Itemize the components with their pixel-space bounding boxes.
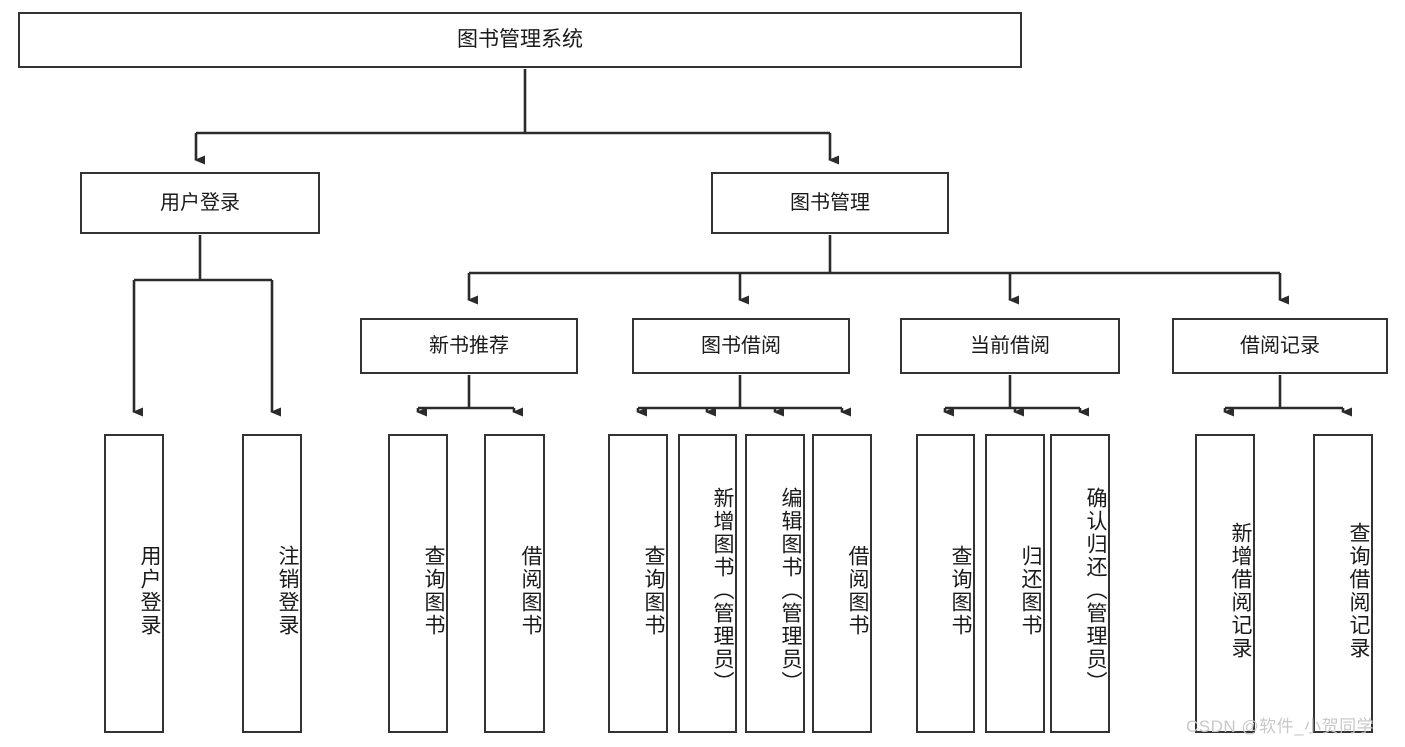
node-current-borrow-label: 当前借阅 — [970, 334, 1050, 357]
leaf-query-borrow-record-label: 查询借阅记录 — [1347, 521, 1370, 660]
leaf-query-borrow-record[interactable]: 查询借阅记录 — [1313, 434, 1373, 733]
node-user-login[interactable]: 用户登录 — [80, 172, 320, 234]
leaf-query-book-recommend-label: 查询图书 — [422, 544, 445, 637]
leaf-edit-book-admin-label: 编辑图书（管理员） — [779, 487, 802, 694]
node-book-borrow-label: 图书借阅 — [701, 334, 781, 357]
leaf-add-borrow-record-label: 新增借阅记录 — [1229, 521, 1252, 660]
csdn-watermark: CSDN @软件_小贺同学 — [1186, 717, 1375, 736]
leaf-borrow-book-label: 借阅图书 — [846, 544, 869, 637]
leaf-logout[interactable]: 注销登录 — [242, 434, 302, 733]
leaf-borrow-book-recommend-label: 借阅图书 — [519, 544, 542, 637]
node-book-management-label: 图书管理 — [790, 191, 870, 214]
node-borrow-record-label: 借阅记录 — [1240, 334, 1320, 357]
leaf-query-book-recommend[interactable]: 查询图书 — [388, 434, 448, 733]
leaf-add-book-admin-label: 新增图书（管理员） — [711, 487, 734, 694]
leaf-edit-book-admin[interactable]: 编辑图书（管理员） — [745, 434, 805, 733]
leaf-query-book-current[interactable]: 查询图书 — [916, 434, 975, 733]
leaf-borrow-book-recommend[interactable]: 借阅图书 — [484, 434, 545, 733]
node-user-login-label: 用户登录 — [160, 191, 240, 214]
node-root-label: 图书管理系统 — [457, 27, 583, 51]
leaf-confirm-return-admin[interactable]: 确认归还（管理员） — [1050, 434, 1110, 733]
leaf-return-book[interactable]: 归还图书 — [985, 434, 1045, 733]
leaf-logout-label: 注销登录 — [276, 544, 299, 637]
node-new-book-recommend[interactable]: 新书推荐 — [360, 318, 578, 374]
leaf-confirm-return-admin-label: 确认归还（管理员） — [1084, 487, 1107, 694]
node-root[interactable]: 图书管理系统 — [18, 12, 1022, 68]
node-current-borrow[interactable]: 当前借阅 — [900, 318, 1120, 374]
node-book-management[interactable]: 图书管理 — [711, 172, 949, 234]
node-book-borrow[interactable]: 图书借阅 — [632, 318, 850, 374]
leaf-query-book-borrow[interactable]: 查询图书 — [608, 434, 668, 733]
leaf-user-login[interactable]: 用户登录 — [104, 434, 164, 733]
leaf-query-book-current-label: 查询图书 — [949, 544, 972, 637]
node-borrow-record[interactable]: 借阅记录 — [1172, 318, 1388, 374]
leaf-borrow-book[interactable]: 借阅图书 — [812, 434, 872, 733]
leaf-user-login-label: 用户登录 — [138, 544, 161, 637]
leaf-return-book-label: 归还图书 — [1019, 544, 1042, 637]
leaf-query-book-borrow-label: 查询图书 — [642, 544, 665, 637]
leaf-add-borrow-record[interactable]: 新增借阅记录 — [1195, 434, 1255, 733]
leaf-add-book-admin[interactable]: 新增图书（管理员） — [678, 434, 737, 733]
node-new-book-recommend-label: 新书推荐 — [429, 334, 509, 357]
